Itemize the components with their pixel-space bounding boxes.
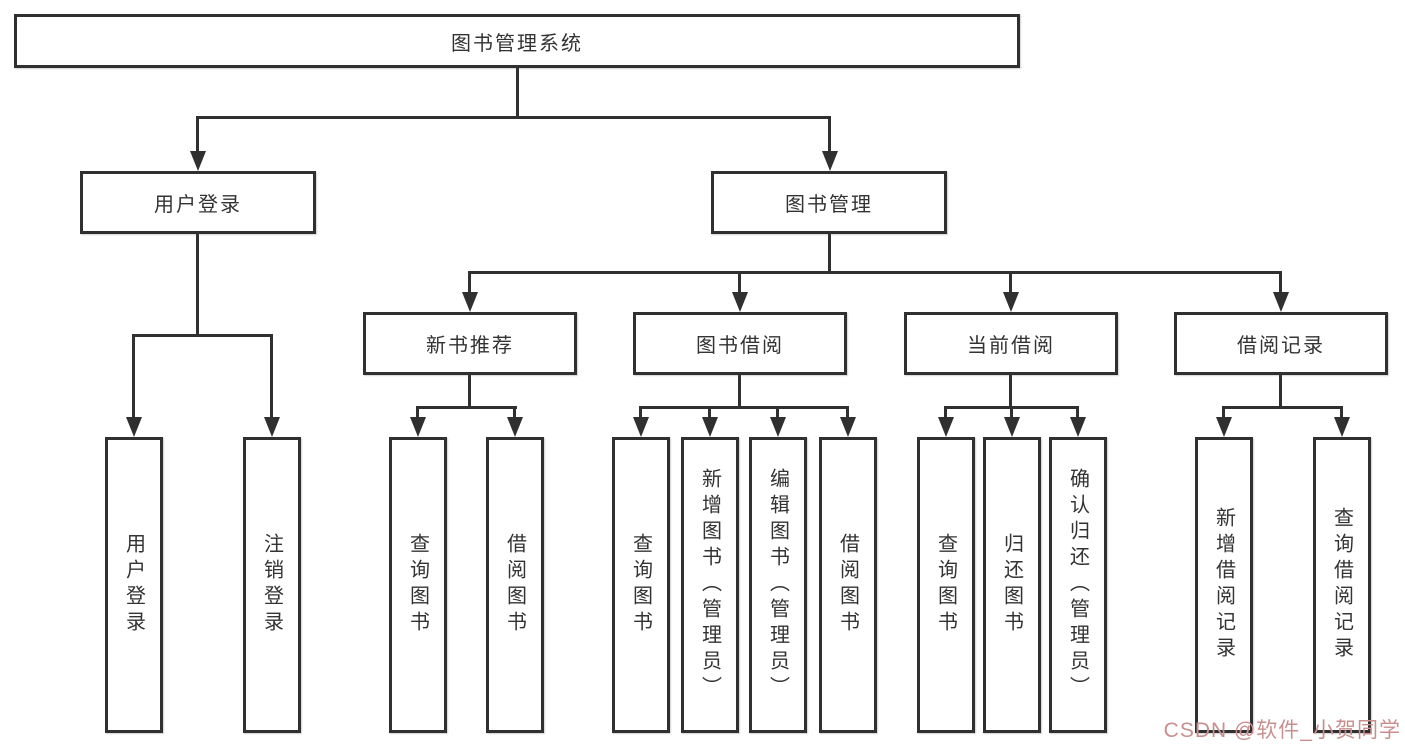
connector-line — [196, 234, 199, 337]
leaf-query-books-current: 查询图书 — [917, 437, 975, 733]
arrow-down-icon — [840, 417, 856, 437]
arrow-down-icon — [410, 417, 426, 437]
node-root-library-system: 图书管理系统 — [14, 14, 1020, 68]
connector-line — [468, 375, 471, 409]
node-label: 编辑图书（管理员） — [766, 468, 789, 702]
node-label: 归还图书 — [1000, 533, 1023, 637]
arrow-down-icon — [1004, 417, 1020, 437]
node-label: 查询借阅记录 — [1330, 507, 1353, 663]
node-label: 借阅图书 — [503, 533, 526, 637]
arrow-down-icon — [702, 417, 718, 437]
arrow-down-icon — [822, 151, 838, 171]
leaf-add-borrow-record: 新增借阅记录 — [1195, 437, 1253, 733]
leaf-borrow-books-recommend: 借阅图书 — [486, 437, 544, 733]
connector-line — [708, 406, 711, 420]
node-label: 图书管理系统 — [451, 32, 583, 55]
node-label: 查询图书 — [406, 533, 429, 637]
arrow-down-icon — [633, 417, 649, 437]
node-label: 图书借阅 — [696, 335, 784, 357]
node-label: 确认归还（管理员） — [1066, 468, 1089, 702]
node-label: 注销登录 — [260, 533, 283, 637]
connector-line — [1009, 375, 1012, 409]
node-book-borrowing: 图书借阅 — [633, 312, 847, 375]
connector-line — [1010, 406, 1013, 420]
connector-line — [846, 406, 849, 420]
connector-line — [1279, 375, 1282, 409]
leaf-query-borrow-record: 查询借阅记录 — [1313, 437, 1371, 733]
connector-line — [738, 271, 741, 295]
node-label: 查询图书 — [629, 533, 652, 637]
connector-line — [639, 406, 849, 409]
node-label: 用户登录 — [154, 194, 242, 216]
connector-line — [516, 68, 519, 118]
connector-line — [1340, 406, 1343, 420]
connector-line — [468, 271, 471, 295]
connector-line — [776, 406, 779, 420]
connector-line — [196, 116, 831, 119]
connector-line — [828, 234, 831, 274]
node-label: 新书推荐 — [426, 335, 514, 357]
leaf-confirm-return-admin: 确认归还（管理员） — [1049, 437, 1107, 733]
leaf-logout: 注销登录 — [243, 437, 301, 733]
leaf-add-book-admin: 新增图书（管理员） — [681, 437, 739, 733]
arrow-down-icon — [462, 292, 478, 312]
node-borrowing-records: 借阅记录 — [1174, 312, 1388, 375]
arrow-down-icon — [1334, 417, 1350, 437]
connector-line — [468, 271, 1282, 274]
leaf-edit-book-admin: 编辑图书（管理员） — [749, 437, 807, 733]
connector-line — [196, 116, 199, 154]
connector-line — [944, 406, 947, 420]
arrow-down-icon — [190, 151, 206, 171]
connector-line — [1279, 271, 1282, 295]
node-label: 图书管理 — [785, 194, 873, 216]
connector-line — [639, 406, 642, 420]
leaf-user-login: 用户登录 — [105, 437, 163, 733]
node-label: 查询图书 — [934, 533, 957, 637]
connector-line — [513, 406, 516, 420]
node-user-login: 用户登录 — [80, 171, 316, 234]
watermark: CSDN @软件_小贺同学 — [1163, 719, 1401, 742]
leaf-return-books: 归还图书 — [983, 437, 1041, 733]
leaf-query-books-recommend: 查询图书 — [389, 437, 447, 733]
arrow-down-icon — [732, 292, 748, 312]
connector-line — [738, 375, 741, 409]
node-label: 借阅记录 — [1237, 335, 1325, 357]
leaf-query-books-borrowing: 查询图书 — [612, 437, 670, 733]
arrow-down-icon — [264, 417, 280, 437]
arrow-down-icon — [1273, 292, 1289, 312]
arrow-down-icon — [770, 417, 786, 437]
node-book-management: 图书管理 — [711, 171, 947, 234]
leaf-borrow-books: 借阅图书 — [819, 437, 877, 733]
connector-line — [1009, 271, 1012, 295]
node-label: 当前借阅 — [967, 335, 1055, 357]
arrow-down-icon — [1070, 417, 1086, 437]
arrow-down-icon — [126, 417, 142, 437]
node-label: 新增借阅记录 — [1212, 507, 1235, 663]
node-label: 借阅图书 — [836, 533, 859, 637]
connector-line — [1076, 406, 1079, 420]
connector-line — [270, 334, 273, 420]
arrow-down-icon — [1216, 417, 1232, 437]
connector-line — [1222, 406, 1225, 420]
arrow-down-icon — [938, 417, 954, 437]
arrow-down-icon — [1003, 292, 1019, 312]
node-current-borrowing: 当前借阅 — [904, 312, 1118, 375]
connector-line — [416, 406, 517, 409]
connector-line — [132, 334, 135, 420]
connector-line — [132, 334, 273, 337]
connector-line — [828, 116, 831, 154]
arrow-down-icon — [507, 417, 523, 437]
node-new-book-recommend: 新书推荐 — [363, 312, 577, 375]
connector-line — [416, 406, 419, 420]
node-label: 新增图书（管理员） — [698, 468, 721, 702]
node-label: 用户登录 — [122, 533, 145, 637]
connector-line — [1222, 406, 1343, 409]
